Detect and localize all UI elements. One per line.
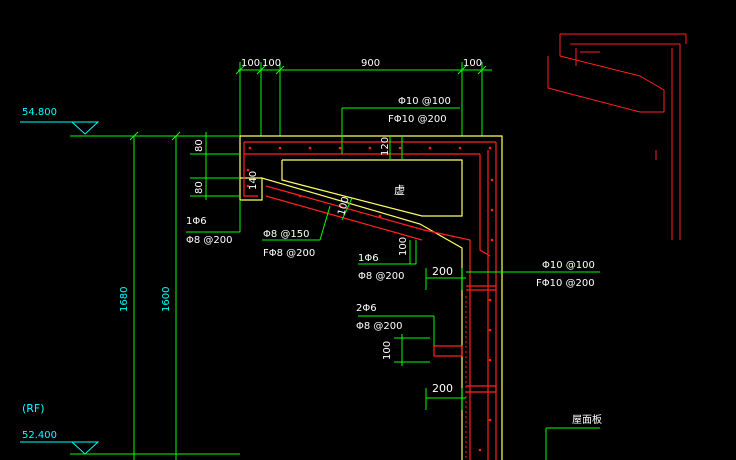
roof-slab-label: 屋面板 bbox=[572, 413, 602, 426]
dim-middle: 120 bbox=[380, 137, 391, 156]
detail-sketch bbox=[547, 33, 687, 240]
rebar-lip-stirrup: Φ8 @200 bbox=[186, 235, 233, 246]
dim-lip-width: 140 bbox=[248, 171, 259, 190]
dim-top-2: 100 bbox=[262, 58, 281, 69]
dim-step1-width: 200 bbox=[432, 265, 453, 278]
elevation-top: 54.800 bbox=[22, 107, 57, 118]
dim-top-3: 900 bbox=[361, 58, 380, 69]
rebar-wall-b: FΦ10 @200 bbox=[536, 278, 595, 289]
rebar-slope-a: Φ8 @150 bbox=[263, 229, 310, 240]
dim-top-4: 100 bbox=[463, 58, 482, 69]
rebar-wall-a: Φ10 @100 bbox=[542, 260, 595, 271]
dim-step2-height: 100 bbox=[382, 341, 393, 360]
interior-dimensions bbox=[186, 107, 600, 460]
rebar-top-b: FΦ10 @200 bbox=[388, 114, 447, 125]
concrete-outline bbox=[239, 135, 503, 460]
roof-level-label: (RF) bbox=[22, 402, 45, 415]
top-dimension-chain bbox=[235, 62, 492, 136]
elevation-bottom: 52.400 bbox=[22, 430, 57, 441]
rebar-lines bbox=[243, 141, 497, 460]
dim-step-height: 100 bbox=[398, 237, 409, 256]
dim-top-1: 100 bbox=[241, 58, 260, 69]
rebar-lip-bar: 1Φ6 bbox=[186, 216, 207, 227]
dim-vertical-inner: 1600 bbox=[161, 287, 172, 312]
rebar-step2-stirrup: Φ8 @200 bbox=[356, 321, 403, 332]
dim-lip-height: 80 bbox=[194, 181, 205, 194]
dim-slab-thickness: 100 bbox=[336, 195, 352, 216]
rebar-step1-stirrup: Φ8 @200 bbox=[358, 271, 405, 282]
rebar-step2-bar: 2Φ6 bbox=[356, 303, 377, 314]
dim-step2-width: 200 bbox=[432, 382, 453, 395]
rebar-slope-b: FΦ8 @200 bbox=[263, 248, 315, 259]
dim-top-thickness: 80 bbox=[194, 139, 205, 152]
dim-vertical-outer: 1680 bbox=[119, 287, 130, 312]
rebar-top-a: Φ10 @100 bbox=[398, 96, 451, 107]
rebar-step1-bar: 1Φ6 bbox=[358, 253, 379, 264]
elevation-markers bbox=[20, 121, 240, 460]
rebar-dots bbox=[246, 146, 494, 452]
cavity-label: 虚 bbox=[394, 184, 405, 197]
